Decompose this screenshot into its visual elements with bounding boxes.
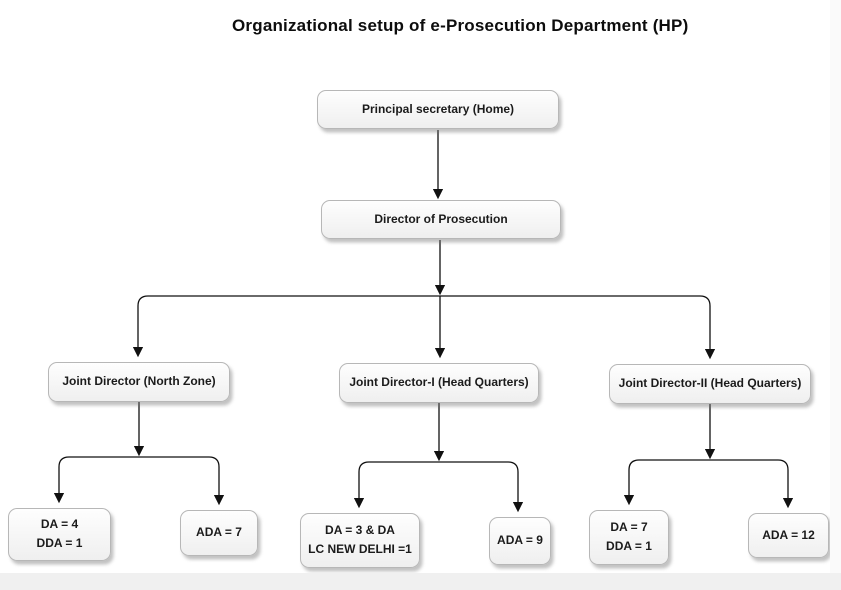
node-b3-da-dda: DA = 7 DDA = 1 — [589, 510, 669, 565]
node-label-line2: DDA = 1 — [606, 539, 652, 554]
node-label: Director of Prosecution — [374, 211, 508, 226]
connector-bar-right — [440, 295, 716, 360]
connector-b1-right — [139, 456, 225, 506]
page-title: Organizational setup of e-Prosecution De… — [232, 16, 689, 35]
node-label: Joint Director-II (Head Quarters) — [618, 376, 802, 391]
node-label-line1: DA = 3 & DA — [325, 522, 395, 537]
node-label-line2: DDA = 1 — [36, 536, 83, 551]
connector-b2-left — [353, 461, 439, 509]
node-b1-da-dda: DA = 4 DDA = 1 — [8, 508, 111, 561]
node-label-line1: DA = 4 — [40, 517, 79, 532]
node-joint-director-1-hq: Joint Director-I (Head Quarters) — [339, 363, 539, 403]
node-b2-da-lc: DA = 3 & DA LC NEW DELHI =1 — [300, 513, 420, 568]
node-joint-director-2-hq: Joint Director-II (Head Quarters) — [609, 364, 811, 404]
node-b1-ada: ADA = 7 — [180, 510, 258, 556]
node-label: Joint Director-I (Head Quarters) — [349, 375, 529, 390]
page-right-gutter — [830, 0, 841, 590]
node-label: ADA = 12 — [762, 527, 815, 542]
node-b3-ada: ADA = 12 — [748, 513, 829, 558]
connector-b2-right — [439, 461, 524, 513]
node-b2-ada: ADA = 9 — [489, 517, 551, 565]
node-label-line1: DA = 7 — [610, 519, 648, 534]
node-label: Joint Director (North Zone) — [62, 374, 216, 389]
connector-b3-left — [623, 459, 710, 506]
connector-b3-right — [710, 459, 794, 509]
node-principal-secretary: Principal secretary (Home) — [317, 90, 559, 129]
connector-b1-left — [53, 456, 139, 504]
node-director-of-prosecution: Director of Prosecution — [321, 200, 561, 239]
node-label: ADA = 9 — [497, 533, 543, 548]
node-label: Principal secretary (Home) — [361, 101, 515, 116]
node-label: ADA = 7 — [196, 525, 242, 540]
page-bottom-gutter — [0, 573, 841, 590]
connector-bar-left — [132, 295, 440, 358]
node-joint-director-north-zone: Joint Director (North Zone) — [48, 362, 230, 402]
node-label-line2: LC NEW DELHI =1 — [308, 542, 412, 557]
